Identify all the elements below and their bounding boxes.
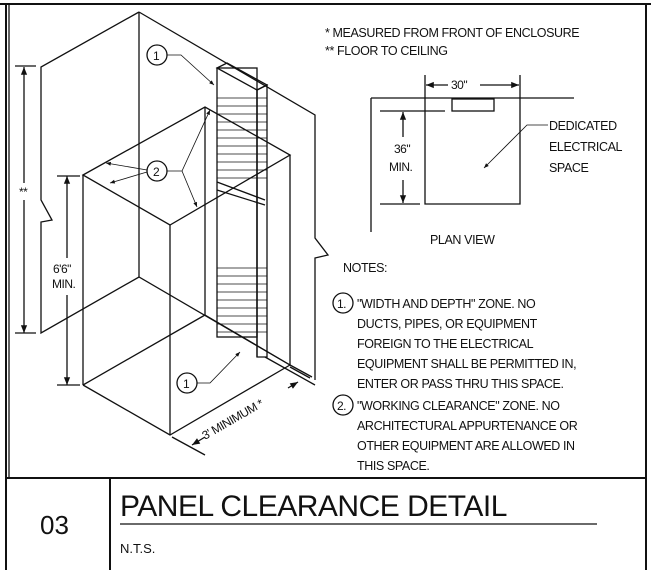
floor-to-ceiling-dimension: ** [15, 65, 36, 334]
legend-double-star: ** FLOOR TO CEILING [325, 44, 448, 58]
electrical-panel [215, 62, 269, 358]
svg-text:"WIDTH AND DEPTH" ZONE. NO: "WIDTH AND DEPTH" ZONE. NO [357, 297, 536, 311]
svg-text:FOREIGN TO THE ELECTRICAL: FOREIGN TO THE ELECTRICAL [357, 337, 534, 351]
plan-view-title: PLAN VIEW [430, 233, 495, 247]
title-block: 03 PANEL CLEARANCE DETAIL N.T.S. [40, 490, 597, 556]
callout-2: 2 [105, 109, 211, 208]
notes-heading: NOTES: [343, 261, 387, 275]
min-height-label-1: 6'6" [53, 262, 71, 276]
svg-text:1: 1 [153, 49, 160, 63]
note-1: 1. "WIDTH AND DEPTH" ZONE. NO DUCTS, PIP… [332, 292, 577, 391]
height-dim-label: ** [19, 185, 28, 199]
working-clearance-box [81, 106, 292, 436]
min-height-label-2: MIN. [52, 277, 75, 291]
scale-label: N.T.S. [120, 541, 155, 556]
svg-text:ENTER OR PASS THRU THIS SPACE.: ENTER OR PASS THRU THIS SPACE. [357, 377, 564, 391]
svg-text:2.: 2. [337, 399, 346, 413]
callout-1-top: 1 [146, 44, 215, 86]
sheet-frame [0, 3, 651, 570]
legend-single-star: * MEASURED FROM FRONT OF ENCLOSURE [325, 26, 579, 40]
svg-text:ARCHITECTURAL APPURTENANCE OR: ARCHITECTURAL APPURTENANCE OR [357, 419, 578, 433]
depth-dim-label: 3' MINIMUM * [200, 396, 267, 443]
svg-text:2: 2 [153, 165, 160, 179]
wall-outline [40, 11, 330, 386]
detail-number: 03 [40, 510, 69, 540]
plan-depth-dim-1: 36" [394, 142, 410, 156]
space-label-2: ELECTRICAL [549, 140, 623, 154]
space-label-1: DEDICATED [549, 119, 617, 133]
plan-view: 30" 36" MIN. DEDICATED ELECTRICAL SPACE … [370, 75, 623, 247]
plan-depth-dim-2: MIN. [389, 160, 412, 174]
space-label-3: SPACE [549, 161, 589, 175]
svg-text:EQUIPMENT SHALL BE PERMITTED I: EQUIPMENT SHALL BE PERMITTED IN, [357, 357, 576, 371]
note-2: 2. "WORKING CLEARANCE" ZONE. NO ARCHITEC… [332, 394, 578, 473]
svg-text:1.: 1. [337, 297, 346, 311]
svg-text:1: 1 [183, 377, 190, 391]
depth-dimension: 3' MINIMUM * [171, 366, 311, 456]
svg-text:"WORKING CLEARANCE" ZONE. NO: "WORKING CLEARANCE" ZONE. NO [357, 399, 560, 413]
notes: NOTES: 1. "WIDTH AND DEPTH" ZONE. NO DUC… [332, 261, 578, 473]
svg-text:THIS SPACE.: THIS SPACE. [357, 459, 429, 473]
legend: * MEASURED FROM FRONT OF ENCLOSURE ** FL… [325, 26, 580, 58]
min-height-dimension: 6'6" MIN. [52, 175, 80, 386]
plan-width-dim: 30" [451, 78, 467, 92]
callout-1-bottom: 1 [176, 351, 241, 394]
detail-title: PANEL CLEARANCE DETAIL [120, 490, 507, 523]
svg-text:OTHER EQUIPMENT ARE ALLOWED IN: OTHER EQUIPMENT ARE ALLOWED IN [357, 439, 575, 453]
isometric-view: ** 6'6" MIN. 3' MINIMUM * 1 2 [15, 11, 330, 456]
svg-text:DUCTS, PIPES, OR EQUIPMENT: DUCTS, PIPES, OR EQUIPMENT [357, 317, 538, 331]
